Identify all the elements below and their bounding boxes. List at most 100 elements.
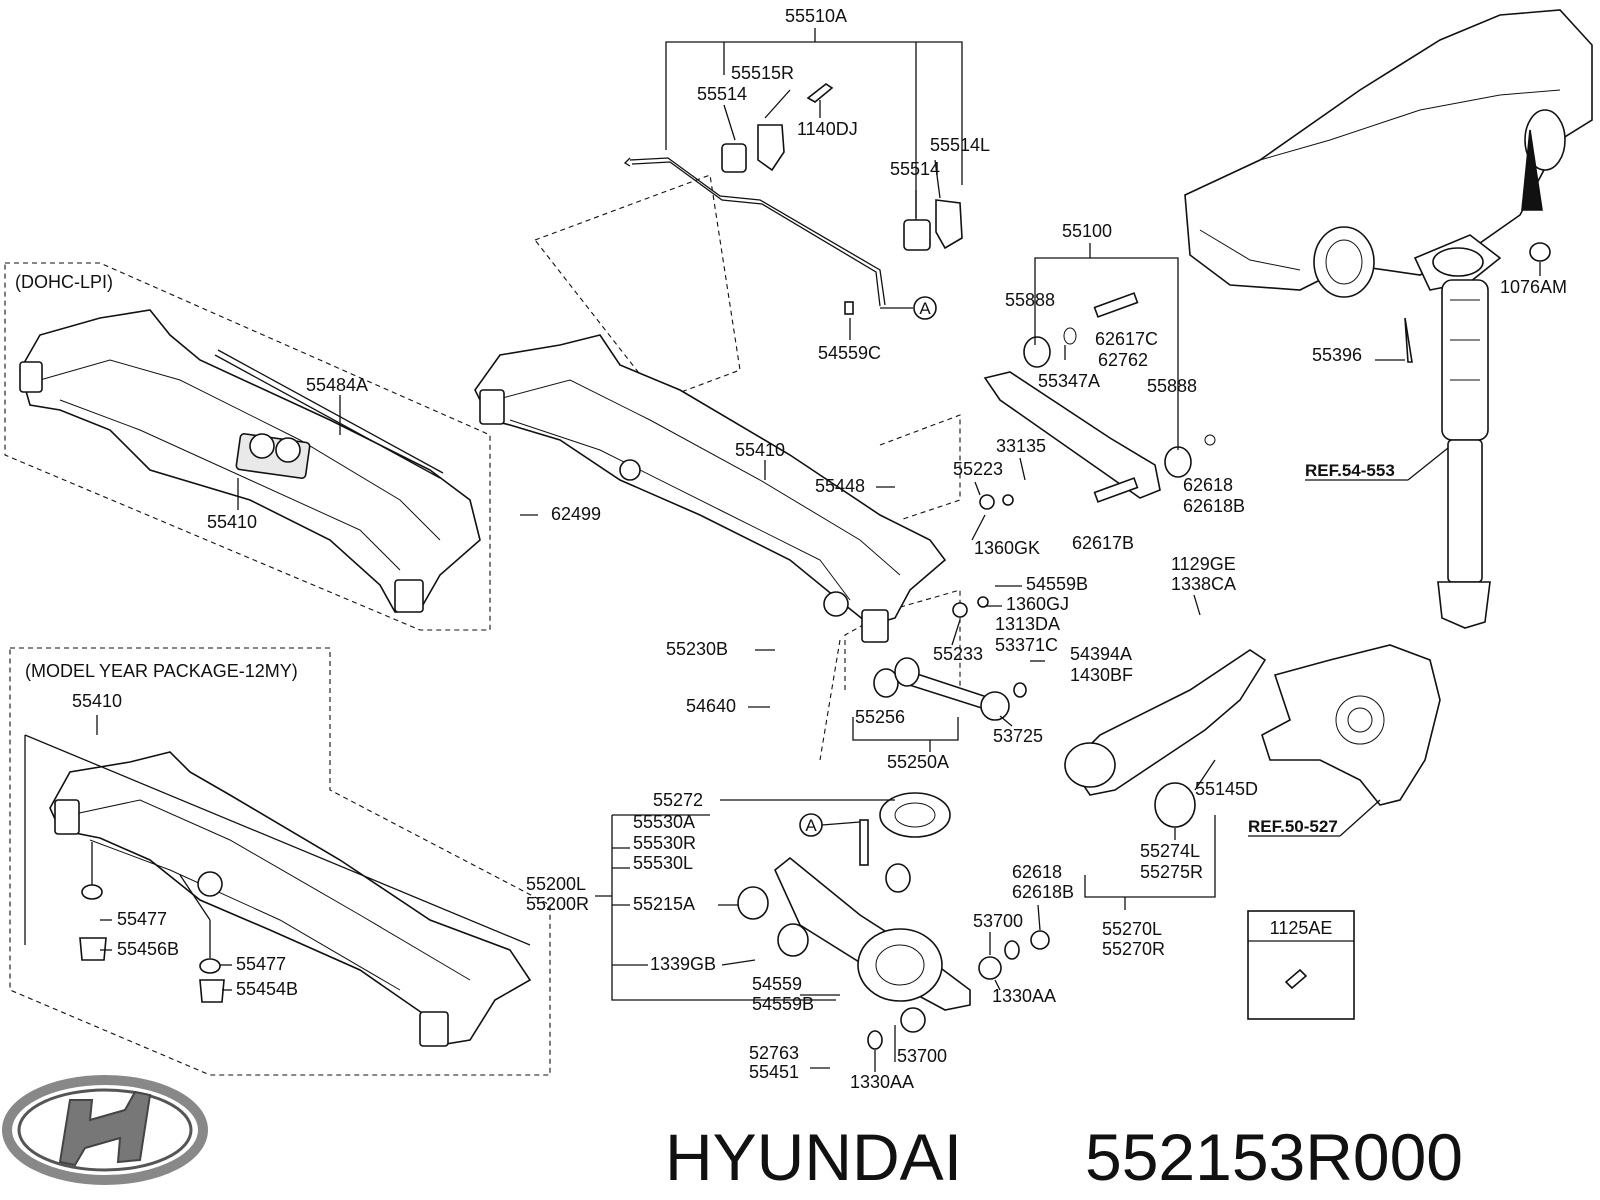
car-outline — [1184, 9, 1593, 298]
svg-text:REF.50-527: REF.50-527 — [1248, 817, 1338, 836]
label-55256: 55256 — [855, 707, 905, 727]
label-55448: 55448 — [815, 476, 865, 496]
label-55200L: 55200L — [526, 874, 586, 894]
label-1338CA: 1338CA — [1171, 574, 1236, 594]
lower-leader-dash — [819, 639, 841, 761]
trailing-arm — [1064, 649, 1267, 828]
label-53700: 53700 — [897, 1046, 947, 1066]
label-54559B: 54559B — [752, 994, 814, 1014]
part-labels: 55510A 55515R 55514 1140DJ 55514L 55514 … — [72, 6, 1567, 1092]
label-33135: 33135 — [996, 436, 1046, 456]
shock-absorber — [1404, 234, 1551, 629]
label-55272: 55272 — [653, 790, 703, 810]
label-1313DA: 1313DA — [995, 614, 1060, 634]
label-55515R: 55515R — [731, 63, 794, 83]
label-55275R: 55275R — [1140, 862, 1203, 882]
label-55888: 55888 — [1005, 290, 1055, 310]
label-62617B: 62617B — [1072, 533, 1134, 553]
label-55396: 55396 — [1312, 345, 1362, 365]
label-62618: 62618 — [1183, 475, 1233, 495]
bracket-55510A — [665, 41, 963, 185]
label-55410: 55410 — [207, 512, 257, 532]
label-53700: 53700 — [973, 911, 1023, 931]
hyundai-logo — [2, 1075, 208, 1185]
callout-a-top: A — [880, 296, 937, 320]
label-55145D: 55145D — [1195, 779, 1258, 799]
label-62618B: 62618B — [1012, 882, 1074, 902]
label-1330AA: 1330AA — [850, 1072, 914, 1092]
label-55270L: 55270L — [1102, 919, 1162, 939]
label-55456B: 55456B — [117, 939, 179, 959]
crossmember-dohc — [19, 309, 481, 613]
model-year-frame — [9, 647, 551, 1076]
ref-knuckle: REF.50-527 — [1248, 799, 1381, 837]
label-55514L: 55514L — [930, 135, 990, 155]
lateral-arm-55100 — [983, 292, 1216, 503]
label-62618: 62618 — [1012, 862, 1062, 882]
brand-name: HYUNDAI — [665, 1120, 962, 1194]
ref-shock: REF.54-553 — [1305, 447, 1449, 481]
label-55410: 55410 — [735, 440, 785, 460]
callout-a-lower: A — [799, 813, 861, 837]
label-55888: 55888 — [1147, 376, 1197, 396]
label-1129GE: 1129GE — [1171, 554, 1236, 574]
part-number: 552153R000 — [1085, 1120, 1463, 1194]
label-54394A: 54394A — [1070, 644, 1132, 664]
label-55510A: 55510A — [785, 6, 847, 26]
label-55530A: 55530A — [633, 812, 695, 832]
label-55477: 55477 — [117, 909, 167, 929]
stabilizer-bar — [623, 83, 963, 315]
label-53371C: 53371C — [995, 635, 1058, 655]
label-1330AA: 1330AA — [992, 986, 1056, 1006]
rear-knuckle — [1261, 644, 1441, 806]
label-55410: 55410 — [72, 691, 122, 711]
label-1360GJ: 1360GJ — [1006, 594, 1069, 614]
label-55233: 55233 — [933, 644, 983, 664]
label-62618B: 62618B — [1183, 496, 1245, 516]
label-52763: 52763 — [749, 1043, 799, 1063]
camber-link — [873, 494, 1027, 721]
label-1339GB: 1339GB — [650, 954, 716, 974]
label-54559: 54559 — [752, 974, 802, 994]
label-55530R: 55530R — [633, 833, 696, 853]
crossmember-12my — [49, 751, 532, 1047]
model-year-title: (MODEL YEAR PACKAGE-12MY) — [25, 661, 298, 681]
crossmember-main — [474, 334, 947, 643]
label-55274L: 55274L — [1140, 841, 1200, 861]
lateral-arm-frame — [879, 414, 961, 521]
fastener-box-1125AE: 1125AE — [1247, 910, 1355, 1020]
center-group-frame — [844, 589, 961, 700]
dohc-lpi-frame — [4, 262, 491, 631]
label-55223: 55223 — [953, 459, 1003, 479]
label-54640: 54640 — [686, 696, 736, 716]
label-1430BF: 1430BF — [1070, 665, 1133, 685]
label-1140DJ: 1140DJ — [797, 119, 858, 139]
label-55230B: 55230B — [666, 639, 728, 659]
label-55530L: 55530L — [633, 853, 693, 873]
label-55250A: 55250A — [887, 752, 949, 772]
label-54559C: 54559C — [818, 343, 881, 363]
label-55347A: 55347A — [1038, 371, 1100, 391]
label-55215A: 55215A — [633, 894, 695, 914]
svg-text:1125AE: 1125AE — [1270, 918, 1333, 938]
label-55514: 55514 — [697, 84, 747, 104]
svg-text:A: A — [919, 299, 931, 318]
label-62499: 62499 — [551, 504, 601, 524]
label-55270R: 55270R — [1102, 939, 1165, 959]
label-55514: 55514 — [890, 159, 940, 179]
label-55200R: 55200R — [526, 894, 589, 914]
label-55477: 55477 — [236, 954, 286, 974]
label-55451: 55451 — [749, 1062, 799, 1082]
svg-text:A: A — [805, 816, 817, 835]
leader-lines — [24, 395, 1216, 1072]
label-1076AM: 1076AM — [1500, 277, 1567, 297]
label-55484A: 55484A — [306, 375, 368, 395]
label-62762: 62762 — [1098, 350, 1148, 370]
lower-arm — [737, 792, 1050, 1050]
label-1360GK: 1360GK — [974, 538, 1040, 558]
bushings-12my — [79, 884, 225, 1003]
dohc-lpi-title: (DOHC-LPI) — [15, 272, 113, 292]
label-55454B: 55454B — [236, 979, 298, 999]
svg-text:REF.54-553: REF.54-553 — [1305, 461, 1395, 480]
